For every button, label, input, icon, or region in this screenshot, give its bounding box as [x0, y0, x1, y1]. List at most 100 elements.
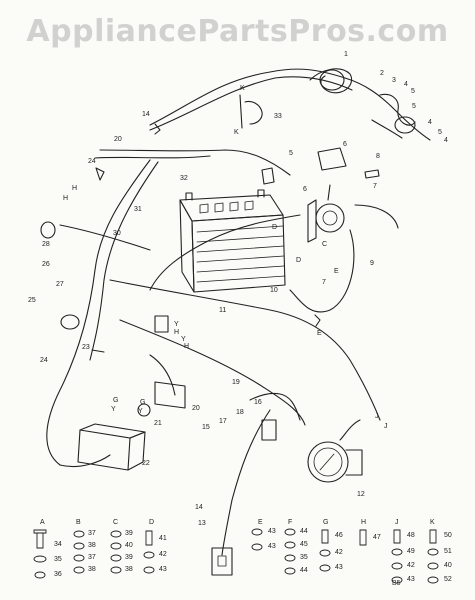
callout-4: 4 [428, 119, 432, 126]
washer-icon-37 [73, 530, 85, 538]
washer-icon-36 [34, 571, 46, 579]
module-22 [77, 429, 131, 471]
hardware-label-39: 39 [125, 530, 133, 537]
callout-h: H [72, 185, 77, 192]
hardware-label-44: 44 [300, 528, 308, 535]
terminal-e [314, 314, 321, 327]
callout-k: K [240, 85, 245, 92]
nut-icon-42c [391, 562, 403, 570]
wire-harness-20b [94, 155, 211, 159]
callout-7: 7 [373, 183, 377, 190]
battery-posts [185, 189, 265, 201]
terminal-23 [91, 349, 105, 353]
washer-icon-39 [110, 530, 122, 538]
hardware-label-35: 35 [54, 556, 62, 563]
hardware-label-b: B [76, 519, 81, 526]
terminal-24 [95, 167, 105, 181]
hardware-label-42: 42 [407, 562, 415, 569]
callout-11: 11 [219, 307, 226, 314]
hardware-label-d: D [149, 519, 154, 526]
callout-13: 13 [198, 520, 206, 527]
bolt-icon-48 [393, 529, 401, 544]
hardware-label-51: 51 [444, 548, 452, 555]
hardware-label-e: E [258, 519, 263, 526]
callout-h: H [63, 195, 68, 202]
callout-19: 19 [232, 379, 240, 386]
washer-icon-44b [284, 567, 296, 575]
hardware-label-52: 52 [444, 576, 452, 583]
wire-middle-right [109, 279, 381, 421]
callout-e: E [317, 330, 322, 337]
switch-28 [40, 221, 56, 239]
washer-icon-35b [284, 554, 296, 562]
ammeter-12 [307, 441, 349, 483]
nut-icon-43b [319, 564, 331, 572]
callout-3: 3 [392, 77, 396, 84]
hardware-label-f: F [288, 519, 292, 526]
hardware-label-40: 40 [444, 562, 452, 569]
hardware-label-38: 38 [88, 542, 96, 549]
module-22-side [127, 431, 146, 471]
hardware-label-34: 34 [54, 541, 62, 548]
switch-16 [261, 419, 277, 441]
battery-side [179, 199, 195, 293]
hardware-label-48: 48 [407, 532, 415, 539]
nut-icon-52 [427, 576, 439, 584]
callout-30: 30 [113, 230, 121, 237]
terminal-8 [364, 169, 380, 179]
callout-24: 24 [88, 158, 96, 165]
callout-d: D [272, 224, 277, 231]
hardware-label-43: 43 [159, 566, 167, 573]
wire-harness-top-b [149, 76, 353, 131]
nut-icon-e1 [251, 528, 263, 536]
callout-24: 24 [40, 357, 48, 364]
callout-j: J [384, 423, 388, 430]
callout-32: 32 [180, 175, 188, 182]
callout-j: J [375, 413, 379, 420]
wire-to-16 [249, 392, 301, 421]
hardware-label-43: 43 [407, 576, 415, 583]
callout-k: K [234, 129, 239, 136]
callout-5: 5 [411, 88, 415, 95]
callout-18: 18 [236, 409, 244, 416]
fuse-block [154, 315, 169, 333]
washer-icon-51 [427, 548, 439, 556]
nut-icon-43 [143, 566, 155, 574]
solenoid-bracket [307, 199, 317, 243]
wire-trunk-left [46, 159, 151, 466]
callout-28: 28 [42, 241, 50, 248]
hardware-label-47: 47 [373, 534, 381, 541]
hardware-legend: A343536B37383738C39403938D414243E4343F44… [40, 519, 452, 583]
hardware-label-50: 50 [444, 532, 452, 539]
hardware-label-j: J [395, 519, 399, 526]
hardware-label-g: G [323, 519, 328, 526]
callout-25: 25 [28, 297, 36, 304]
callout-6: 6 [303, 186, 307, 193]
callout-10: 10 [270, 287, 278, 294]
nut-icon-43c [391, 576, 403, 584]
headlight-1 [319, 69, 345, 91]
wire-trunk-left-b [89, 161, 159, 361]
bolt-icon-34 [33, 529, 47, 549]
battery-top [179, 194, 284, 222]
callout-4: 4 [404, 81, 408, 88]
hardware-label-38: 38 [88, 566, 96, 573]
hardware-label-40: 40 [125, 542, 133, 549]
callout-8: 8 [376, 153, 380, 160]
washer-icon-39b [110, 554, 122, 562]
callout-9: 9 [370, 260, 374, 267]
washer-icon-49 [391, 548, 403, 556]
callout-33: 33 [274, 113, 282, 120]
callout-14: 14 [142, 111, 150, 118]
callout-14: 14 [195, 504, 203, 511]
headlight-2 [394, 116, 416, 134]
hardware-label-36: 36 [54, 571, 62, 578]
connector-5 [261, 167, 275, 185]
nut-icon-35 [33, 555, 47, 563]
wire-k-lead [239, 94, 243, 129]
hardware-label-46: 46 [335, 532, 343, 539]
wire-19 [119, 319, 306, 426]
terminal-14 [154, 123, 161, 135]
washer-icon-45 [284, 541, 296, 549]
